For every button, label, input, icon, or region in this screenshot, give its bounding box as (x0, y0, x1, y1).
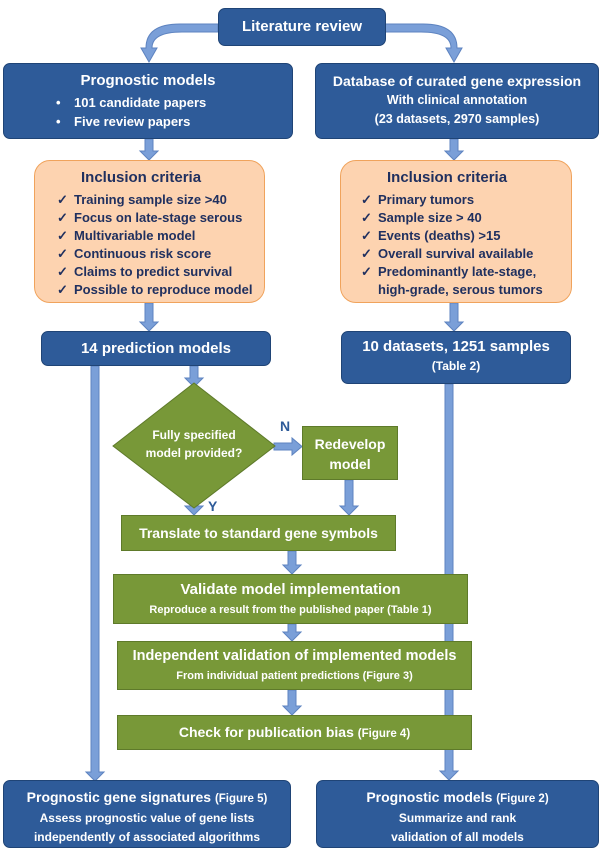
check-icon: ✓ (361, 210, 372, 225)
signatures-line3: independently of associated algorithms (33, 830, 261, 844)
list-item: ✓Training sample size >40 (57, 192, 227, 207)
redevelop-box: Redevelop model (302, 426, 398, 480)
check-icon: ✓ (57, 210, 68, 225)
independent-sub: From individual patient predictions (Fig… (176, 670, 413, 682)
arrow-icon (138, 302, 160, 332)
models-out-title: Prognostic models (366, 789, 493, 805)
check-icon: ✓ (57, 282, 68, 297)
list-item: ✓Possible to reproduce model (57, 282, 253, 297)
arrow-icon (338, 479, 360, 516)
left-inclusion-criteria-box: Inclusion criteria ✓Training sample size… (34, 160, 265, 303)
decision-line2: model provided? (145, 446, 243, 460)
list-item: ✓Sample size > 40 (361, 210, 482, 225)
models-out-ref: (Figure 2) (496, 793, 549, 805)
signatures-title: Prognostic gene signatures (26, 789, 212, 805)
check-icon: ✓ (57, 192, 68, 207)
check-icon: ✓ (57, 264, 68, 279)
list-item: ✓Primary tumors (361, 192, 475, 207)
decision-text: Fully specified model provided? (134, 426, 254, 462)
translate-label: Translate to standard gene symbols (139, 525, 378, 541)
prognostic-models-title: Prognostic models (80, 72, 216, 89)
right-criteria-title: Inclusion criteria (387, 169, 508, 186)
literature-review-box: Literature review (218, 8, 386, 46)
check-icon: ✓ (361, 246, 372, 261)
list-item: ✓Claims to predict survival (57, 264, 233, 279)
arrow-icon (273, 436, 303, 457)
models-out-line3: validation of all models (391, 830, 524, 844)
list-item: •101 candidate papers (56, 95, 207, 110)
translate-box: Translate to standard gene symbols (121, 515, 396, 551)
gene-signatures-box: Prognostic gene signatures (Figure 5) As… (3, 780, 291, 848)
list-item: ✓Events (deaths) >15 (361, 228, 501, 243)
decision-line1: Fully specified (152, 428, 236, 442)
bias-title: Check for publication bias (178, 724, 354, 740)
yes-label: Y (208, 498, 218, 514)
check-icon: ✓ (57, 246, 68, 261)
check-icon: ✓ (57, 228, 68, 243)
publication-bias-box: Check for publication bias (Figure 4) (117, 715, 472, 750)
check-icon: ✓ (361, 192, 372, 207)
bullet-icon: • (56, 95, 61, 110)
arrow-icon (281, 550, 303, 575)
independent-title: Independent validation of implemented mo… (132, 648, 457, 664)
bullet-icon: • (56, 114, 61, 129)
database-box: Database of curated gene expression With… (315, 63, 599, 139)
arrow-icon (443, 138, 465, 161)
signatures-ref: (Figure 5) (214, 793, 268, 805)
literature-review-label: Literature review (241, 18, 363, 35)
models-out-line2: Summarize and rank (398, 811, 517, 825)
signatures-line2: Assess prognostic value of gene lists (39, 811, 255, 825)
arrow-icon (84, 365, 106, 782)
validate-title: Validate model implementation (180, 581, 401, 598)
independent-validation-box: Independent validation of implemented mo… (117, 641, 472, 690)
list-item: ✓Continuous risk score (57, 246, 212, 261)
prognostic-models-box: Prognostic models •101 candidate papers … (3, 63, 293, 139)
redevelop-line2: model (329, 456, 371, 472)
redevelop-line1: Redevelop (314, 436, 386, 452)
left-criteria-title: Inclusion criteria (81, 169, 202, 186)
right-inclusion-criteria-box: Inclusion criteria ✓Primary tumors ✓Samp… (340, 160, 572, 303)
decision-diamond (112, 382, 276, 509)
list-item: ✓Predominantly late-stage, high-grade, s… (361, 264, 543, 297)
arrow-icon (281, 689, 303, 716)
prediction-models-label: 14 prediction models (80, 340, 232, 357)
list-item: ✓Focus on late-stage serous (57, 210, 243, 225)
datasets-label: 10 datasets, 1251 samples (362, 338, 550, 355)
arrow-icon (281, 623, 303, 642)
arrow-icon (384, 23, 463, 64)
validate-box: Validate model implementation Reproduce … (113, 574, 468, 624)
bias-ref: (Figure 4) (357, 728, 411, 740)
list-item: •Five review papers (56, 114, 191, 129)
arrow-icon (140, 23, 219, 64)
database-line2: With clinical annotation (386, 93, 528, 107)
list-item: ✓Overall survival available (361, 246, 534, 261)
database-title: Database of curated gene expression (332, 73, 582, 89)
arrow-icon (138, 138, 160, 161)
arrow-icon (183, 365, 205, 388)
list-item: ✓Multivariable model (57, 228, 196, 243)
check-icon: ✓ (361, 228, 372, 243)
database-line3: (23 datasets, 2970 samples) (374, 112, 540, 126)
validate-sub: Reproduce a result from the published pa… (149, 604, 432, 616)
prediction-models-box: 14 prediction models (41, 331, 271, 366)
no-label: N (280, 418, 291, 434)
prognostic-models-output-box: Prognostic models (Figure 2) Summarize a… (316, 780, 599, 848)
datasets-box: 10 datasets, 1251 samples (Table 2) (341, 331, 571, 384)
arrow-icon (443, 302, 465, 332)
check-icon: ✓ (361, 264, 372, 279)
datasets-ref: (Table 2) (431, 359, 481, 373)
